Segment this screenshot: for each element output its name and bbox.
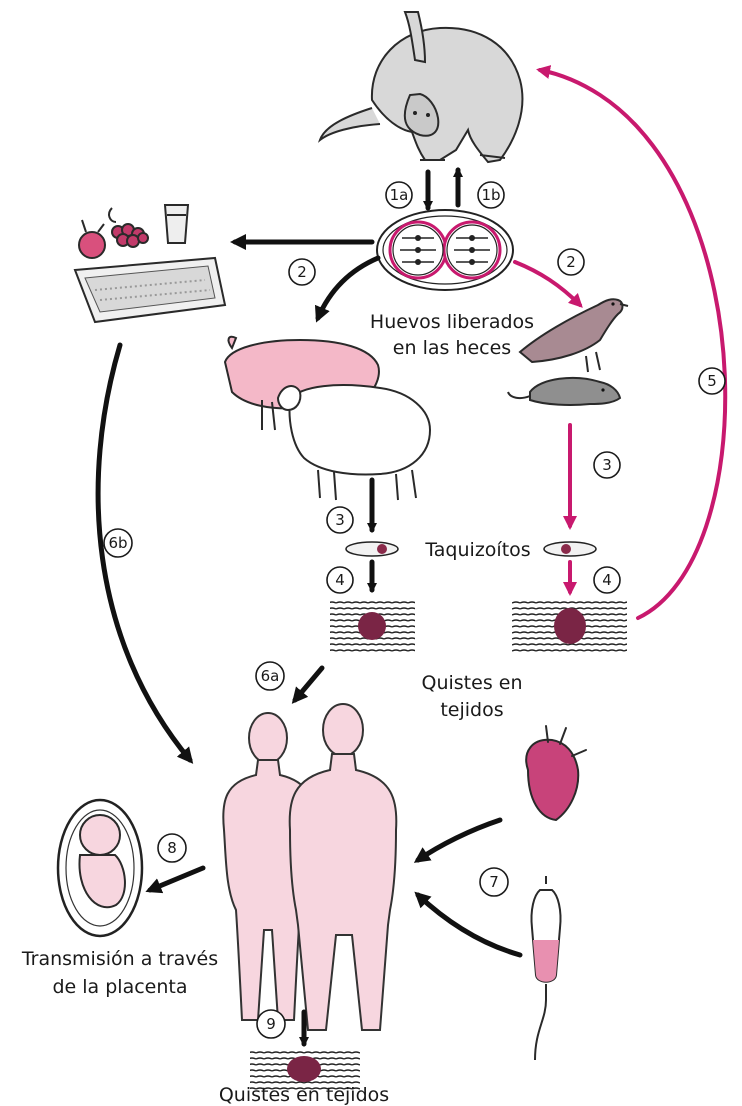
svg-text:4: 4 — [602, 571, 612, 589]
svg-text:1b: 1b — [481, 186, 500, 204]
step-4-right: 4 — [594, 567, 620, 593]
svg-text:3: 3 — [335, 511, 345, 529]
cysts-bottom-label: Quistes en tejidos — [219, 1084, 389, 1106]
step-7: 7 — [480, 868, 508, 896]
eggs-label-line2: en las heces — [393, 337, 511, 359]
svg-text:9: 9 — [266, 1015, 276, 1033]
eggs-label-line1: Huevos liberados — [370, 311, 534, 333]
placenta-label-line1: Transmisión a través — [21, 948, 218, 970]
svg-text:2: 2 — [566, 253, 576, 271]
human-male-icon — [290, 704, 397, 1030]
svg-text:6b: 6b — [108, 534, 127, 552]
step-6a: 6a — [256, 662, 284, 690]
step-1b: 1b — [478, 182, 504, 208]
step-5: 5 — [699, 368, 725, 394]
step-6b: 6b — [104, 529, 132, 557]
heart-icon — [526, 726, 586, 820]
bird-icon — [520, 299, 628, 372]
step-2-right: 2 — [558, 249, 584, 275]
arrow-2-livestock — [318, 258, 378, 318]
tachyzoite-icon-left — [346, 542, 398, 556]
tissue-cyst-icon-right — [512, 600, 627, 652]
svg-text:5: 5 — [707, 372, 717, 390]
step-1a: 1a — [386, 182, 412, 208]
step-2-left: 2 — [289, 259, 315, 285]
arrow-6a — [295, 668, 322, 700]
svg-text:8: 8 — [167, 839, 177, 857]
step-3-right: 3 — [594, 452, 620, 478]
svg-text:6a: 6a — [261, 667, 280, 685]
cat-icon — [320, 12, 522, 162]
svg-text:1a: 1a — [390, 186, 409, 204]
placenta-label-line2: de la placenta — [52, 976, 187, 998]
arrow-8 — [150, 868, 203, 890]
svg-text:2: 2 — [297, 263, 307, 281]
arrow-7-blood — [418, 895, 520, 955]
svg-text:7: 7 — [489, 873, 499, 891]
oocyst-icon — [377, 210, 513, 290]
blood-bag-icon — [531, 876, 560, 1060]
arrow-7-heart — [418, 820, 500, 860]
fetus-icon — [58, 800, 142, 936]
cysts-label-line2: tejidos — [440, 699, 503, 721]
step-9: 9 — [257, 1010, 285, 1038]
svg-text:3: 3 — [602, 456, 612, 474]
cysts-label-line1: Quistes en — [422, 672, 523, 694]
rat-icon — [508, 378, 620, 405]
step-8: 8 — [158, 834, 186, 862]
sheep-icon — [278, 385, 430, 500]
tachyzoites-label: Taquizoítos — [424, 539, 530, 561]
food-tray-icon — [75, 205, 225, 322]
step-3-left: 3 — [327, 507, 353, 533]
tachyzoite-icon-right — [544, 542, 596, 556]
svg-text:4: 4 — [335, 571, 345, 589]
tissue-cyst-icon-left — [330, 600, 415, 652]
step-4-left: 4 — [327, 567, 353, 593]
